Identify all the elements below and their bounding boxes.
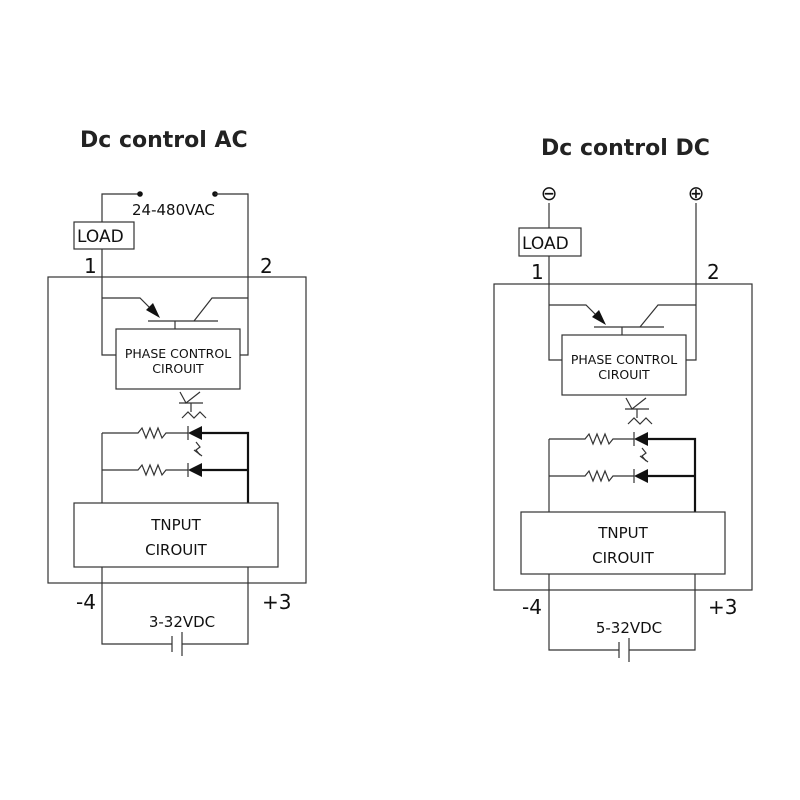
- ac-phase-line2: CIROUIT: [152, 361, 204, 376]
- dc-terminal-pos: +3: [708, 595, 737, 619]
- dc-plus-icon: ⊕: [688, 181, 705, 205]
- dc-input-line2: CIROUIT: [592, 549, 655, 567]
- ac-supply-label: 24-480VAC: [132, 201, 215, 219]
- ac-input-line2: CIROUIT: [145, 541, 208, 559]
- ac-housing: [47, 276, 307, 584]
- dc-optocoupler: [548, 432, 697, 512]
- dc-thyristor-arrow: [592, 310, 606, 325]
- ac-diagram: Dc control AC 24-480VAC LOAD 1 2 PHASE C…: [47, 128, 307, 656]
- dc-phase-line1: PHASE CONTROL: [571, 352, 677, 367]
- dc-terminal-1: 1: [531, 260, 544, 284]
- ac-phase-line1: PHASE CONTROL: [125, 346, 231, 361]
- dc-minus-icon: ⊖: [541, 181, 558, 205]
- dc-photodetector: [625, 397, 653, 425]
- ac-supply-wire-right: [215, 193, 249, 356]
- ac-load-wire: [101, 249, 116, 356]
- ac-supply-terminal-left: [137, 191, 143, 197]
- dc-battery-symbol: [618, 638, 630, 662]
- ac-load-box: [73, 221, 135, 250]
- dc-thyristor-right-lead: [639, 304, 696, 328]
- dc-dc-label: 5-32VDC: [596, 619, 662, 637]
- ac-dc-label: 3-32VDC: [149, 613, 215, 631]
- ac-input-box: [73, 502, 279, 568]
- ac-phase-control-box: [115, 328, 241, 390]
- ac-dc-wires: [101, 567, 249, 645]
- ac-thyristor-arrow: [146, 303, 160, 318]
- dc-load-wire: [548, 256, 562, 361]
- ac-terminal-pos: +3: [262, 590, 291, 614]
- ac-title: Dc control AC: [80, 128, 248, 153]
- dc-phase-line2: CIROUIT: [598, 367, 650, 382]
- dc-input-box: [520, 511, 726, 575]
- dc-housing: [493, 283, 753, 591]
- ac-input-line1: TNPUT: [150, 516, 201, 534]
- ac-terminal-neg: -4: [76, 590, 96, 614]
- ac-terminal-1: 1: [84, 254, 97, 278]
- dc-load-label: LOAD: [522, 234, 569, 254]
- dc-terminal-neg: -4: [522, 595, 542, 619]
- ac-load-label: LOAD: [77, 227, 124, 247]
- dc-title: Dc control DC: [541, 136, 710, 161]
- ac-optocoupler: [101, 426, 250, 503]
- dc-plus-wire: [686, 203, 697, 361]
- dc-diagram: Dc control DC ⊖ ⊕ LOAD 1 2 PHASE CONTROL…: [493, 136, 753, 662]
- ac-supply-wire-left: [101, 193, 140, 222]
- dc-dc-wires: [548, 574, 696, 651]
- dc-terminal-2: 2: [707, 260, 720, 284]
- ac-terminal-2: 2: [260, 254, 273, 278]
- dc-input-line1: TNPUT: [597, 524, 648, 542]
- ac-photodetector: [179, 391, 207, 419]
- dc-load-box: [518, 227, 582, 257]
- dc-phase-control-box: [561, 334, 687, 396]
- ac-thyristor-right-lead: [193, 297, 248, 322]
- ac-battery-symbol: [171, 632, 183, 656]
